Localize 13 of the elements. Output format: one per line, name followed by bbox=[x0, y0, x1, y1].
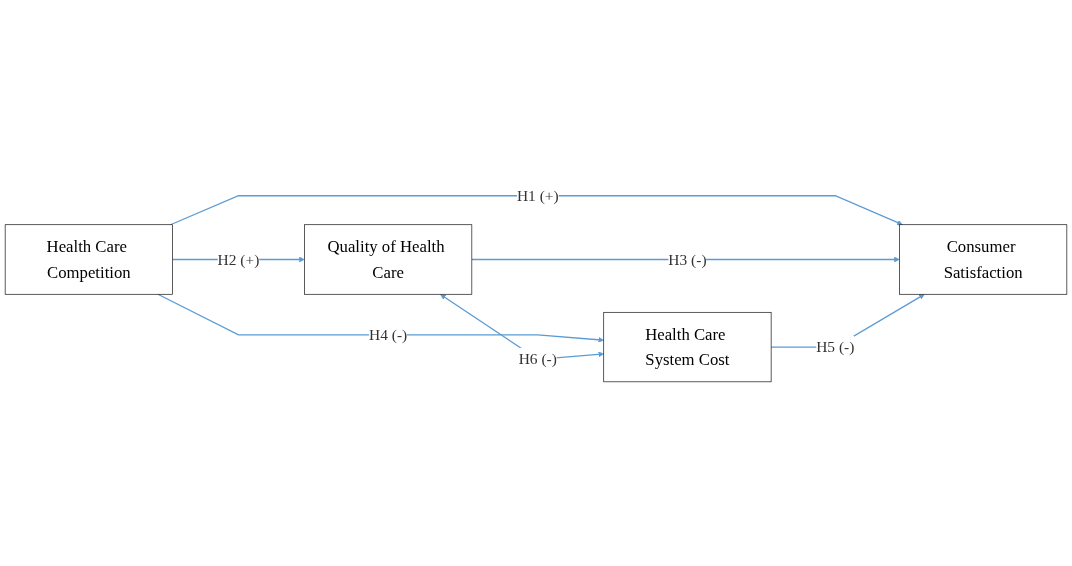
node-box: Health Care System Cost bbox=[603, 311, 772, 383]
node-box: Consumer Satisfaction bbox=[899, 224, 1068, 295]
edge-label: H4 (-) bbox=[369, 326, 408, 344]
arrow bbox=[169, 195, 903, 226]
arrow bbox=[157, 293, 604, 343]
edge-label: H5 (-) bbox=[816, 338, 855, 356]
arrow bbox=[471, 256, 900, 263]
edge-label: H3 (-) bbox=[668, 251, 707, 268]
node-box: Quality of Health Care bbox=[304, 224, 473, 295]
edge-label: H1 (+) bbox=[516, 187, 559, 205]
node-box: Health Care Competition bbox=[4, 224, 173, 295]
edge-label: H2 (+) bbox=[217, 251, 260, 268]
edge-label: H6 (-) bbox=[518, 350, 557, 368]
